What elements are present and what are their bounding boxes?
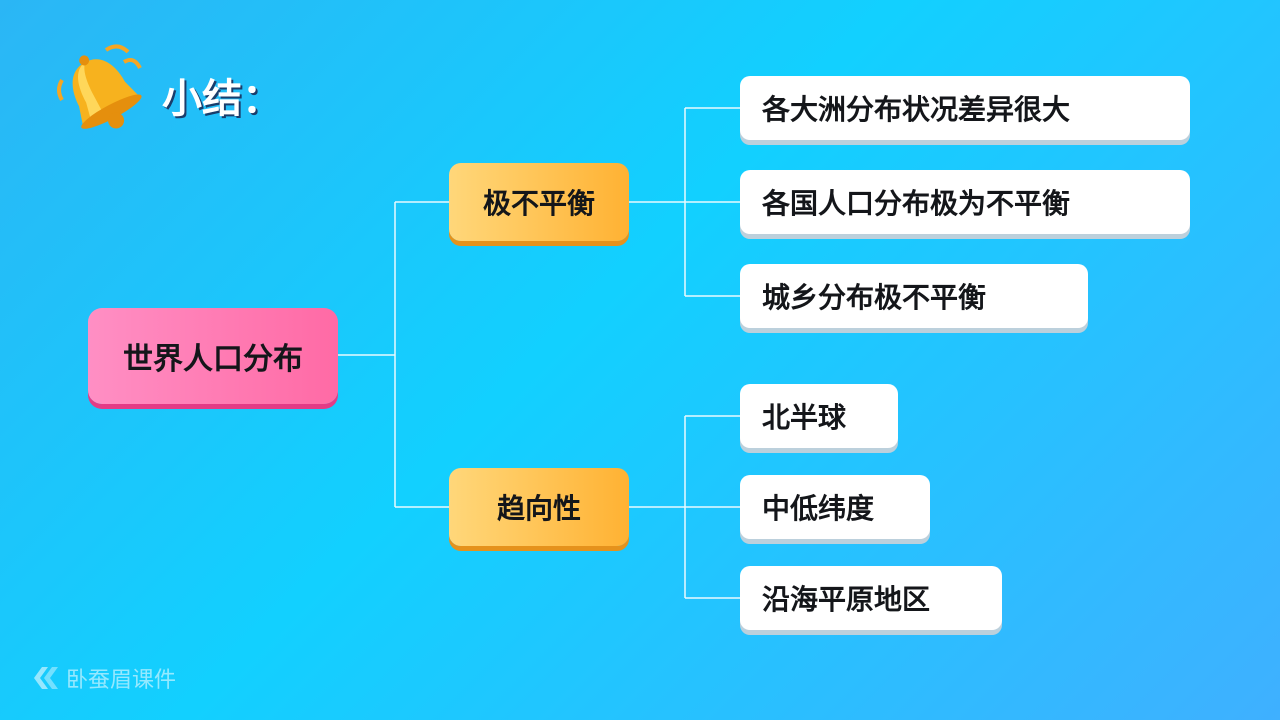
watermark-text: 卧蚕眉课件 xyxy=(66,668,177,693)
leaf-node: 城乡分布极不平衡 xyxy=(740,264,1088,328)
leaf-node: 沿海平原地区 xyxy=(740,566,1002,630)
leaf-node: 北半球 xyxy=(740,384,898,448)
page-title: 小结： xyxy=(162,76,282,122)
leaf-node: 各国人口分布极为不平衡 xyxy=(740,170,1190,234)
leaf-node: 中低纬度 xyxy=(740,475,930,539)
watermark: 卧蚕眉课件 xyxy=(30,662,176,694)
root-node: 世界人口分布 xyxy=(88,308,338,404)
leaf-node: 各大洲分布状况差异很大 xyxy=(740,76,1190,140)
branch-node-imbalance: 极不平衡 xyxy=(449,163,629,241)
bell-icon xyxy=(57,44,142,129)
branch-node-tendency: 趋向性 xyxy=(449,468,629,546)
logo-icon xyxy=(34,667,58,689)
